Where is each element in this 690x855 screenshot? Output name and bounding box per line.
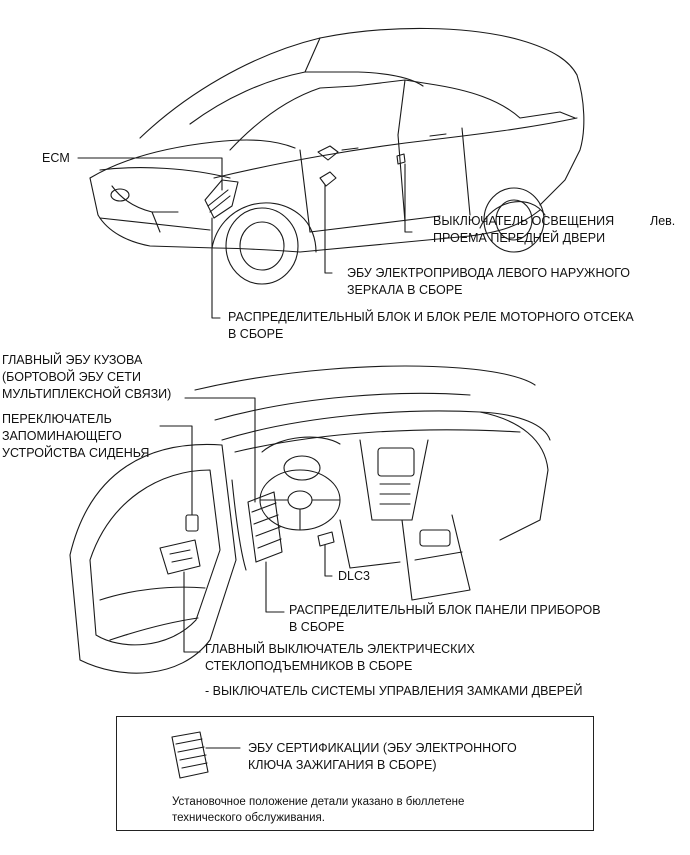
label-mirror-ecu: ЭБУ ЭЛЕКТРОПРИВОДА ЛЕВОГО НАРУЖНОГО ЗЕРК… <box>347 265 630 299</box>
label-line: ЗАПОМИНАЮЩЕГО <box>2 429 122 443</box>
label-power-window-switch: ГЛАВНЫЙ ВЫКЛЮЧАТЕЛЬ ЭЛЕКТРИЧЕСКИХ СТЕКЛО… <box>205 641 475 675</box>
label-line: ПЕРЕКЛЮЧАТЕЛЬ <box>2 412 112 426</box>
label-line: В СБОРЕ <box>289 620 345 634</box>
label-line: В СБОРЕ <box>228 327 284 341</box>
legend-note: Установочное положение детали указано в … <box>172 794 464 826</box>
label-lev: Лев. <box>650 213 675 230</box>
label-lev-text: Лев. <box>650 214 676 228</box>
label-line: Установочное положение детали указано в … <box>172 796 465 808</box>
label-line: РАСПРЕДЕЛИТЕЛЬНЫЙ БЛОК И БЛОК РЕЛЕ МОТОР… <box>228 310 634 324</box>
label-line: РАСПРЕДЕЛИТЕЛЬНЫЙ БЛОК ПАНЕЛИ ПРИБОРОВ <box>289 603 601 617</box>
ecu-module-icon <box>171 731 241 779</box>
label-dlc3-text: DLC3 <box>338 569 370 583</box>
label-line: (БОРТОВОЙ ЭБУ СЕТИ <box>2 370 141 384</box>
label-ecm: ECM <box>42 150 70 167</box>
label-line: ВЫКЛЮЧАТЕЛЬ ОСВЕЩЕНИЯ <box>433 214 615 228</box>
label-line: КЛЮЧА ЗАЖИГАНИЯ В СБОРЕ) <box>248 758 437 772</box>
label-line: ПРОЕМА ПЕРЕДНЕЙ ДВЕРИ <box>433 231 606 245</box>
label-line: ЭБУ ЭЛЕКТРОПРИВОДА ЛЕВОГО НАРУЖНОГО <box>347 266 630 280</box>
legend-certification-ecu: ЭБУ СЕРТИФИКАЦИИ (ЭБУ ЭЛЕКТРОННОГО КЛЮЧА… <box>248 740 517 774</box>
label-line: УСТРОЙСТВА СИДЕНЬЯ <box>2 446 150 460</box>
label-seat-memory-switch: ПЕРЕКЛЮЧАТЕЛЬ ЗАПОМИНАЮЩЕГО УСТРОЙСТВА С… <box>2 411 149 462</box>
label-door-lock-switch: - ВЫКЛЮЧАТЕЛЬ СИСТЕМЫ УПРАВЛЕНИЯ ЗАМКАМИ… <box>205 683 582 700</box>
label-door-light-switch: ВЫКЛЮЧАТЕЛЬ ОСВЕЩЕНИЯ ПРОЕМА ПЕРЕДНЕЙ ДВ… <box>433 213 614 247</box>
label-line: ГЛАВНЫЙ ЭБУ КУЗОВА <box>2 353 143 367</box>
label-line: ЗЕРКАЛА В СБОРЕ <box>347 283 463 297</box>
label-line: ГЛАВНЫЙ ВЫКЛЮЧАТЕЛЬ ЭЛЕКТРИЧЕСКИХ <box>205 642 475 656</box>
label-main-body-ecu: ГЛАВНЫЙ ЭБУ КУЗОВА (БОРТОВОЙ ЭБУ СЕТИ МУ… <box>2 352 171 403</box>
label-line: МУЛЬТИПЛЕКСНОЙ СВЯЗИ) <box>2 387 172 401</box>
label-line: технического обслуживания. <box>172 812 325 824</box>
label-dlc3: DLC3 <box>338 568 370 585</box>
car-exterior-icon <box>89 27 585 285</box>
label-engine-relay-block: РАСПРЕДЕЛИТЕЛЬНЫЙ БЛОК И БЛОК РЕЛЕ МОТОР… <box>228 309 634 343</box>
label-ecm-text: ECM <box>42 151 70 165</box>
label-line: ЭБУ СЕРТИФИКАЦИИ (ЭБУ ЭЛЕКТРОННОГО <box>248 741 517 755</box>
label-door-lock-switch-text: - ВЫКЛЮЧАТЕЛЬ СИСТЕМЫ УПРАВЛЕНИЯ ЗАМКАМИ… <box>205 684 583 698</box>
leader-lines-bottom <box>159 397 333 653</box>
dashboard-interior-icon <box>69 365 551 674</box>
leader-lines-top <box>77 157 413 319</box>
label-instrument-panel-block: РАСПРЕДЕЛИТЕЛЬНЫЙ БЛОК ПАНЕЛИ ПРИБОРОВ В… <box>289 602 601 636</box>
legend-box <box>116 716 594 831</box>
label-line: СТЕКЛОПОДЪЕМНИКОВ В СБОРЕ <box>205 659 413 673</box>
